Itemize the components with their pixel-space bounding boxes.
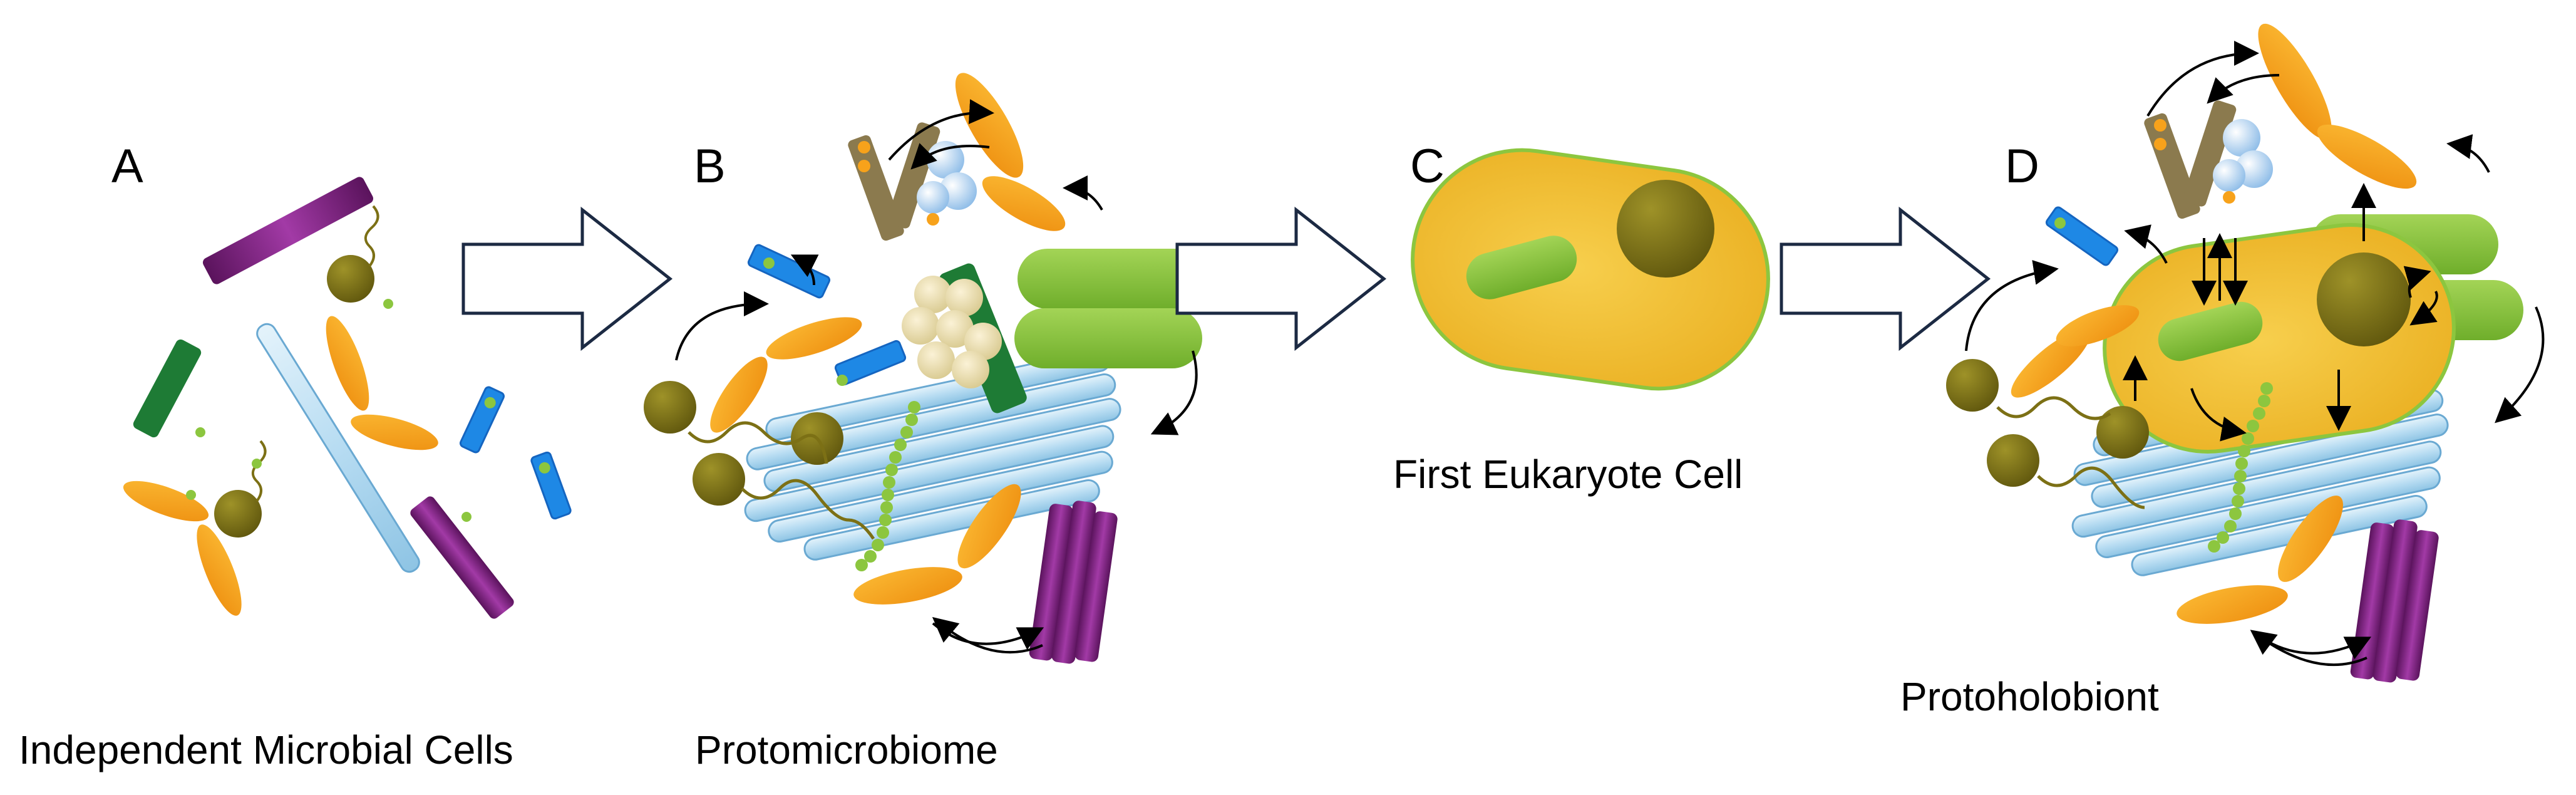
internal-arrows — [2123, 183, 2376, 442]
blue-rod — [458, 385, 506, 455]
orange-microbe — [2056, 305, 2140, 346]
mitochondrion — [1466, 236, 1577, 299]
flagellum — [688, 421, 828, 464]
olive-coccus — [1946, 359, 1999, 412]
nucleus — [1617, 180, 1714, 278]
orange-microbe — [853, 567, 962, 605]
caption-d: Protoholobiont — [1900, 674, 2159, 719]
panel-d-protoholobiont — [1946, 23, 2545, 687]
orange-microbe — [2278, 496, 2343, 582]
green-particle — [837, 375, 848, 386]
transition-arrow-b-c — [1177, 210, 1384, 348]
light-blue-tube — [256, 323, 420, 573]
bead-cluster — [902, 276, 1002, 388]
nucleus — [2317, 252, 2411, 346]
dark-green-rod — [133, 339, 202, 438]
purple-stack — [2349, 515, 2441, 687]
panel-c-eukaryote — [1411, 148, 1770, 391]
orange-microbe — [710, 356, 768, 433]
caption-a: Independent Microbial Cells — [19, 727, 513, 772]
green-particle — [195, 427, 205, 437]
blue-rod — [529, 450, 573, 521]
flagellum — [741, 479, 875, 540]
green-particle — [383, 299, 393, 309]
orange-bowtie-microbe — [123, 440, 267, 616]
caption-c: First Eukaryote Cell — [1393, 452, 1743, 497]
panel-letter-c: C — [1410, 140, 1445, 193]
green-particle — [461, 512, 471, 522]
mitochondrion — [2158, 301, 2263, 361]
green-particle — [186, 490, 196, 500]
interaction-arrows — [1965, 41, 2545, 667]
orange-microbe — [2317, 124, 2417, 189]
orange-microbe — [955, 73, 1024, 178]
transition-arrow-c-d — [1781, 210, 1988, 348]
green-particle — [2054, 217, 2066, 229]
orange-microbe — [351, 414, 438, 450]
orange-microbe — [2177, 585, 2288, 624]
blue-rod — [747, 244, 831, 299]
panel-b-protomicrobiome — [644, 73, 1205, 668]
orange-microbe — [957, 484, 1021, 569]
olive-coccus — [2096, 406, 2149, 459]
transition-arrow-a-b — [463, 210, 670, 348]
eukaryote-cell — [1411, 148, 1770, 391]
orange-microbe — [326, 316, 369, 411]
orange-microbe — [982, 176, 1066, 231]
panel-letter-a: A — [111, 140, 143, 193]
olive-coccus — [1987, 434, 2039, 487]
olive-coccus — [644, 381, 696, 434]
panel-letter-b: B — [694, 140, 726, 193]
blue-rod — [2045, 206, 2119, 266]
panel-letter-d: D — [2005, 140, 2039, 193]
green-particle — [252, 459, 262, 469]
olive-coccus — [693, 453, 745, 506]
flagellum — [1996, 396, 2111, 420]
orange-microbe — [766, 317, 862, 360]
orange-microbe — [2258, 23, 2332, 140]
flagellum — [2037, 466, 2145, 509]
brown-rods-with-vesicles — [2143, 99, 2273, 221]
blue-rod — [834, 340, 907, 386]
purple-stack — [1028, 496, 1120, 668]
purple-rod — [410, 496, 514, 619]
interaction-arrows — [675, 99, 1198, 654]
caption-b: Protomicrobiome — [695, 727, 998, 772]
purple-rod — [202, 177, 374, 284]
panel-a-microbes — [123, 177, 573, 619]
green-particle — [763, 257, 775, 269]
green-rod-bottom — [1014, 308, 1202, 368]
